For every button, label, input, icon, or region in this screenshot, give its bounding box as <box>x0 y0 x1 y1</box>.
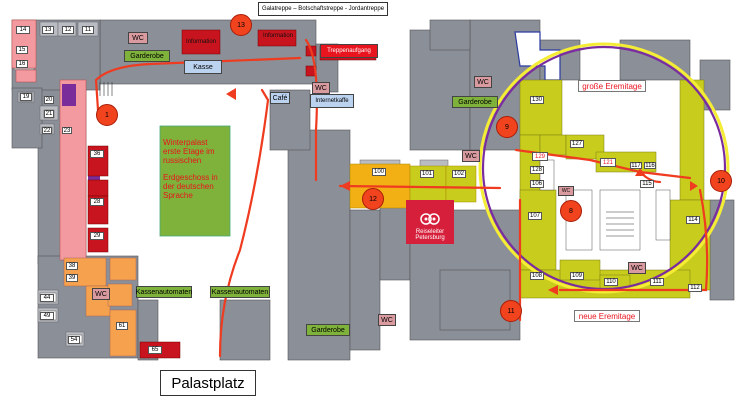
room-21: 21 <box>44 110 54 118</box>
marker-1[interactable]: 1 <box>96 104 118 126</box>
room-61: 61 <box>116 322 128 330</box>
garderobe-east: Garderobe <box>452 96 498 108</box>
kasse: Kasse <box>184 60 222 74</box>
note-line-5: der deutschen <box>163 182 214 191</box>
marker-9[interactable]: 9 <box>496 116 518 138</box>
room-130: 130 <box>530 96 544 104</box>
room-129: 129 <box>532 152 548 161</box>
information-2: Information <box>262 33 293 39</box>
logo: Reiseleiter Petersburg <box>406 200 454 244</box>
note-line-3: russischen <box>163 156 202 165</box>
garderobe-top: Garderobe <box>124 50 170 62</box>
cafe: Café <box>270 92 290 104</box>
room-112: 112 <box>688 284 702 292</box>
room-102: 102 <box>452 170 466 178</box>
courtyard-note-box <box>159 125 231 237</box>
room-117: 117 <box>630 162 642 169</box>
marker-10[interactable]: 10 <box>710 170 732 192</box>
room-65: 65 <box>148 346 162 354</box>
note-line-6: Sprache <box>163 191 193 200</box>
room-12: 12 <box>62 26 74 34</box>
room-101: 101 <box>420 170 434 178</box>
route-arrowheads <box>226 88 698 295</box>
marker-12[interactable]: 12 <box>362 188 384 210</box>
garderobe-south: Garderobe <box>306 324 350 336</box>
wc-eremitage: WC <box>628 262 646 274</box>
room-39: 39 <box>66 274 78 282</box>
room-115: 115 <box>640 180 654 188</box>
room-111: 111 <box>650 278 664 286</box>
room-114: 114 <box>686 216 700 224</box>
room-15: 15 <box>16 46 28 54</box>
room-49: 49 <box>40 312 54 320</box>
internetkaffe: Internetkaffe <box>310 94 354 108</box>
treppenaufgang: Treppenaufgang <box>320 44 378 58</box>
wc-top: WC <box>128 32 148 44</box>
marker-8[interactable]: 8 <box>560 200 582 222</box>
marker-13[interactable]: 13 <box>230 14 252 36</box>
wc-east: WC <box>474 76 492 88</box>
wc-inner: WC <box>558 186 574 196</box>
room-11: 11 <box>82 26 94 34</box>
palastplatz: Palastplatz <box>160 370 256 396</box>
room-121: 121 <box>600 158 616 167</box>
room-110: 110 <box>604 278 618 286</box>
room-16: 16 <box>16 60 28 68</box>
note-line-4: Erdgeschoss in <box>163 173 218 182</box>
owl-icon <box>420 213 440 225</box>
room-28: 28 <box>90 198 104 206</box>
stair-hatch <box>99 82 634 237</box>
room-106: 106 <box>530 180 544 188</box>
wc-mid: WC <box>312 82 330 94</box>
room-20: 20 <box>44 96 54 104</box>
room-54: 54 <box>68 336 80 344</box>
neue-eremitage: neue Eremitage <box>574 310 640 322</box>
room-13: 13 <box>42 26 54 34</box>
kassenautomaten-1: Kassenautomaten <box>136 286 192 298</box>
information: Information <box>185 39 216 45</box>
room-116: 116 <box>644 162 656 169</box>
room-38: 38 <box>66 262 78 270</box>
room-109: 109 <box>570 272 584 280</box>
wc-south: WC <box>378 314 396 326</box>
room-128: 128 <box>530 166 544 174</box>
note-line-1: Winterpalast <box>163 138 208 147</box>
olive-rooms <box>519 79 711 299</box>
grosse-eremitage: große Eremitage <box>578 80 646 92</box>
room-108: 108 <box>530 272 544 280</box>
room-127: 127 <box>570 140 584 148</box>
marker-11[interactable]: 11 <box>500 300 522 322</box>
room-36: 36 <box>90 150 104 158</box>
room-44: 44 <box>40 294 54 302</box>
note-line-2: erste Etage im <box>163 147 215 156</box>
purple-room <box>62 84 76 106</box>
kassenautomaten-2: Kassenautomaten <box>210 286 270 298</box>
room-23: 23 <box>62 127 72 134</box>
header-stairs: Galatreppe – Botschaftstreppe - Jordantr… <box>258 2 388 16</box>
room-19: 19 <box>20 93 32 101</box>
eremitage-circle-yellow <box>478 42 730 294</box>
wc-east-2: WC <box>462 150 480 162</box>
room-22: 22 <box>42 127 52 134</box>
room-100: 100 <box>372 168 386 176</box>
courtyard-note: Winterpalast erste Etage im russischen E… <box>163 138 227 200</box>
wc-sw: WC <box>92 288 110 300</box>
pink-rooms <box>11 19 87 261</box>
logo-text: Reiseleiter Petersburg <box>415 229 445 241</box>
room-14: 14 <box>16 26 30 34</box>
room-107: 107 <box>528 212 542 220</box>
room-29: 29 <box>90 232 104 240</box>
